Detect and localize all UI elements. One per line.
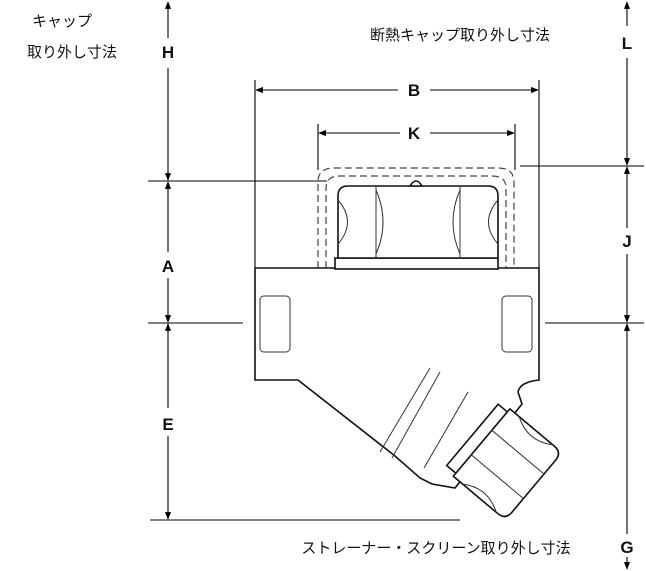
dim-l-label: L [622, 34, 632, 53]
steam-trap-drawing [254, 167, 560, 518]
strainer-channel-line-1 [379, 367, 431, 453]
hex-cap-chamfer-mid-right [452, 189, 461, 255]
strainer-plug-facet-2 [471, 454, 524, 499]
strainer-plug-chamfer-2 [462, 483, 497, 513]
dim-b-label: B [408, 81, 420, 100]
dim-j-label: J [622, 232, 631, 251]
dim-h-label: H [162, 43, 174, 62]
hex-cap-chamfer-mid-left [375, 189, 384, 255]
trap-body [254, 267, 540, 489]
hex-cap-chamfer-right [488, 199, 499, 245]
top-dimension-chain: B K [254, 80, 540, 268]
inlet-port [259, 295, 291, 353]
strainer-plug-chamfer-1 [518, 416, 553, 446]
outlet-port [501, 295, 533, 353]
hex-cap [337, 185, 499, 259]
dim-e-label: E [162, 415, 173, 434]
dim-a-label: A [162, 257, 174, 276]
left-dimension-chain: H A E [148, 1, 460, 521]
strainer-channel-line-3 [423, 391, 469, 469]
insulated-cap-outline [317, 167, 515, 268]
insulated-cap-removal-label: 断熱キャップ取り外し寸法 [370, 26, 550, 44]
cap-top-knob [408, 180, 424, 187]
strainer-plug-facet-1 [491, 429, 545, 475]
cap-base-flange [334, 257, 499, 270]
cap-removal-label-line2: 取り外し寸法 [27, 43, 117, 61]
strainer-channel-line-2 [391, 371, 441, 459]
dim-g-label: G [620, 538, 633, 557]
cap-removal-label-line1: キャップ [32, 12, 92, 30]
insulated-cap-inner-outline [325, 175, 507, 268]
right-dimension-chain: L J G [520, 1, 644, 570]
strainer-screen-removal-label: ストレーナー・スクリーン取り外し寸法 [301, 539, 570, 557]
dim-k-label: K [408, 124, 421, 143]
strainer-plug [445, 403, 560, 518]
hex-cap-chamfer-left [337, 199, 348, 245]
